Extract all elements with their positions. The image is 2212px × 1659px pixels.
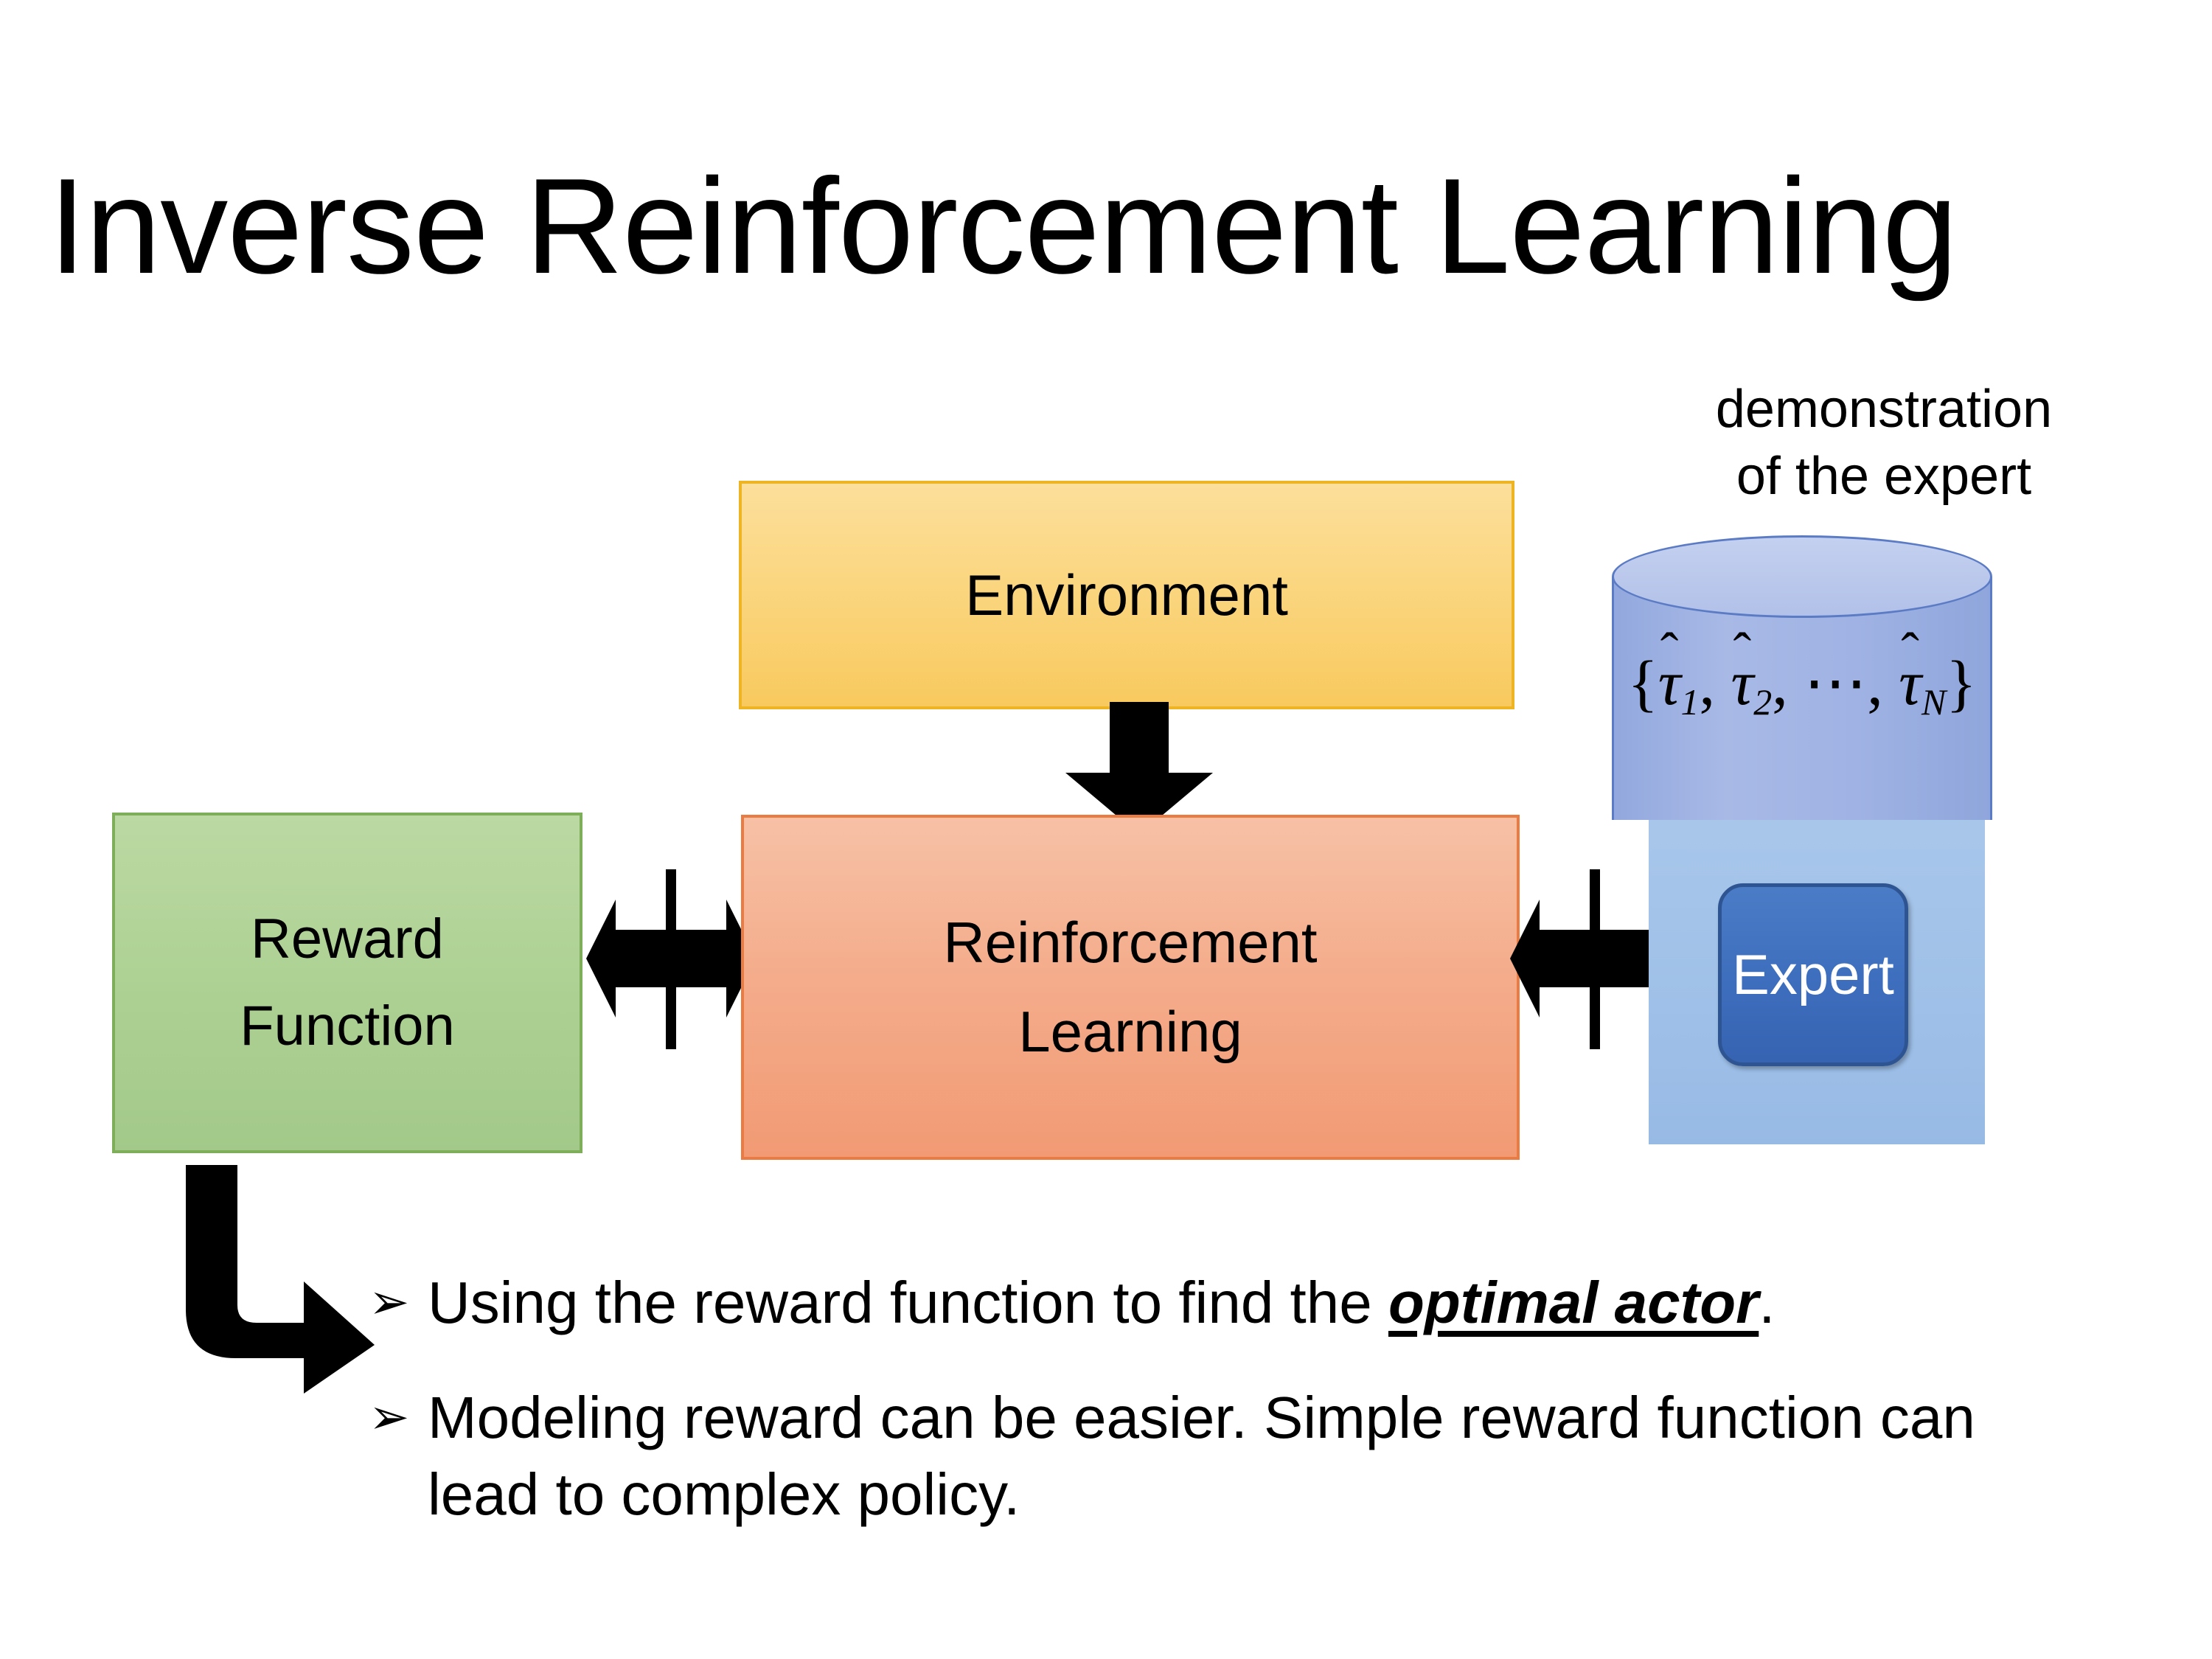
- bullet-list: ➢ Using the reward function to find the …: [369, 1265, 2101, 1571]
- bullet-1-emphasis: optimal actor: [1388, 1270, 1759, 1335]
- demonstration-dataset-cylinder: {̂τ1, ̂τ2, ⋯, ̂τN}: [1612, 535, 1992, 860]
- cylinder-top-ellipse: [1612, 535, 1992, 618]
- expert-chip: Expert: [1718, 883, 1908, 1066]
- dataset-formula: {̂τ1, ̂τ2, ⋯, ̂τN}: [1612, 646, 1992, 723]
- expert-chip-label: Expert: [1732, 943, 1894, 1006]
- bullet-item-2: ➢ Modeling reward can be easier. Simple …: [369, 1380, 2101, 1533]
- environment-to-rl-arrow-icon: [1065, 702, 1213, 835]
- reward-function-box-label: Reward Function: [240, 896, 455, 1070]
- formula-tau-glyph-n: τ: [1899, 647, 1921, 718]
- reward-function-line-2: Function: [240, 995, 455, 1057]
- environment-box-label: Environment: [965, 562, 1288, 627]
- environment-box: Environment: [739, 481, 1514, 709]
- demonstration-caption: demonstration of the expert: [1655, 376, 2112, 509]
- formula-tau-glyph-1: τ: [1658, 647, 1681, 718]
- formula-tau-1: ̂τ: [1658, 646, 1681, 720]
- bullet-marker-icon: ➢: [369, 1389, 410, 1444]
- page-title: Inverse Reinforcement Learning: [48, 150, 1958, 302]
- reward-function-line-1: Reward: [251, 908, 444, 971]
- rl-line-1: Reinforcement: [943, 910, 1318, 975]
- reward-function-box: Reward Function: [112, 813, 582, 1153]
- formula-sub-1: 1: [1680, 681, 1700, 723]
- formula-tau-2: ̂τ: [1731, 646, 1753, 720]
- demonstration-caption-line-2: of the expert: [1736, 446, 2032, 506]
- formula-sub-2: 2: [1753, 681, 1773, 723]
- bullet-text-1: Using the reward function to find the op…: [428, 1265, 2101, 1341]
- formula-tau-glyph-2: τ: [1731, 647, 1754, 718]
- reward-to-bullets-elbow-arrow-icon: [186, 1165, 375, 1394]
- reinforcement-learning-box-label: Reinforcement Learning: [943, 898, 1317, 1077]
- formula-ellipsis: ⋯: [1804, 647, 1868, 718]
- formula-comma-3: ,: [1867, 647, 1883, 718]
- rl-expert-exchange-arrow-icon: [1510, 869, 1680, 1049]
- formula-close-brace: }: [1946, 647, 1977, 718]
- bullet-item-1: ➢ Using the reward function to find the …: [369, 1265, 2101, 1341]
- formula-comma-2: ,: [1772, 647, 1788, 718]
- rl-line-2: Learning: [1018, 999, 1242, 1064]
- reward-rl-exchange-arrow-icon: [586, 869, 756, 1049]
- bullet-1-lead: Using the reward function to find the: [428, 1270, 1388, 1335]
- bullet-1-tail: .: [1759, 1270, 1775, 1335]
- bullet-text-2: Modeling reward can be easier. Simple re…: [428, 1385, 1975, 1527]
- reinforcement-learning-box: Reinforcement Learning: [741, 815, 1520, 1160]
- formula-sub-n: N: [1921, 681, 1947, 723]
- demonstration-caption-line-1: demonstration: [1715, 380, 2053, 439]
- formula-open-brace: {: [1627, 647, 1658, 718]
- bullet-marker-icon: ➢: [369, 1274, 410, 1329]
- formula-comma-1: ,: [1699, 647, 1715, 718]
- formula-tau-n: ̂τ: [1899, 646, 1921, 720]
